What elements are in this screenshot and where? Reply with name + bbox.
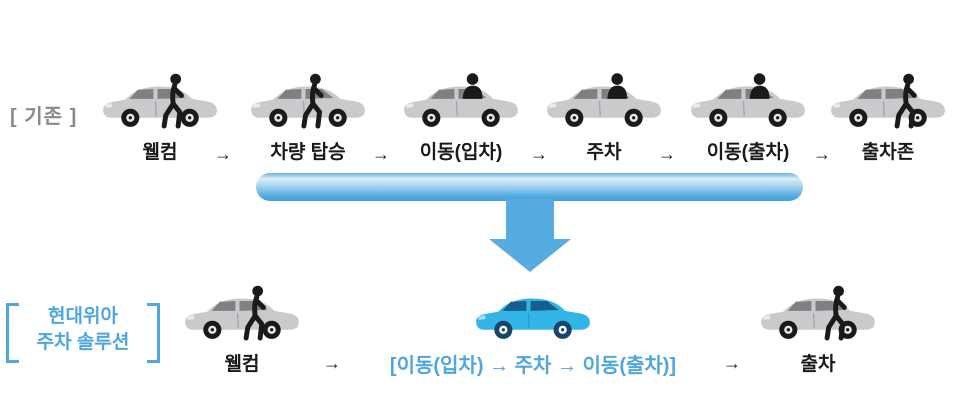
legacy-step-move-out: 이동(출차)	[673, 70, 823, 164]
car-with-person-icon	[185, 282, 299, 343]
right-arrow: →	[658, 144, 676, 164]
blue-autonomous-car-icon	[476, 298, 590, 339]
left-bracket-icon	[6, 303, 19, 363]
solution-step-welcome: 웰컴	[167, 282, 317, 376]
car-with-person-icon	[103, 70, 217, 131]
down-arrow-icon	[506, 199, 554, 240]
solution-row-label: 현대위아 주차 솔루션	[6, 300, 160, 363]
right-arrow: →	[530, 144, 548, 164]
legacy-step-exit-zone: 출차존	[813, 70, 960, 164]
step-label: 웰컴	[224, 354, 260, 375]
step-label: 주차	[586, 142, 622, 163]
solution-step-exit: 출차	[743, 282, 893, 376]
car-person-boarding-icon	[251, 70, 365, 131]
step-label: 웰컴	[142, 142, 178, 163]
right-arrow: →	[723, 353, 741, 373]
solution-step-automated: [이동(입차) → 주차 → 이동(출차)]	[363, 282, 703, 378]
car-with-driver-icon	[547, 73, 661, 127]
legacy-step-boarding: 차량 탑승	[233, 70, 383, 164]
right-arrow: →	[214, 144, 232, 164]
right-arrow: →	[813, 144, 831, 164]
car-with-person-icon	[761, 282, 875, 343]
car-with-driver-icon	[404, 73, 518, 127]
step-label: 출차존	[861, 142, 915, 163]
legacy-step-move-in: 이동(입차)	[386, 70, 536, 164]
right-arrow: →	[323, 353, 341, 373]
step-label: 이동(입차)	[419, 142, 503, 163]
step-label: 이동(출차)	[706, 142, 790, 163]
consolidation-bar	[256, 173, 803, 201]
right-arrow: →	[372, 144, 390, 164]
solution-row-label-line1: 현대위아	[48, 306, 118, 328]
legacy-step-parking: 주차	[529, 70, 679, 164]
step-label: 출차	[800, 354, 836, 375]
step-label: [이동(입차) → 주차 → 이동(출차)]	[389, 355, 677, 377]
legacy-row-label: [ 기존 ]	[10, 106, 78, 128]
down-arrow-head-icon	[489, 239, 571, 272]
right-bracket-icon	[147, 303, 160, 363]
car-with-driver-icon	[691, 73, 805, 127]
step-label: 차량 탑승	[270, 142, 346, 163]
car-with-person-icon	[831, 70, 945, 131]
legacy-step-welcome: 웰컴	[85, 70, 235, 164]
solution-row-label-line2: 주차 솔루션	[36, 332, 130, 353]
